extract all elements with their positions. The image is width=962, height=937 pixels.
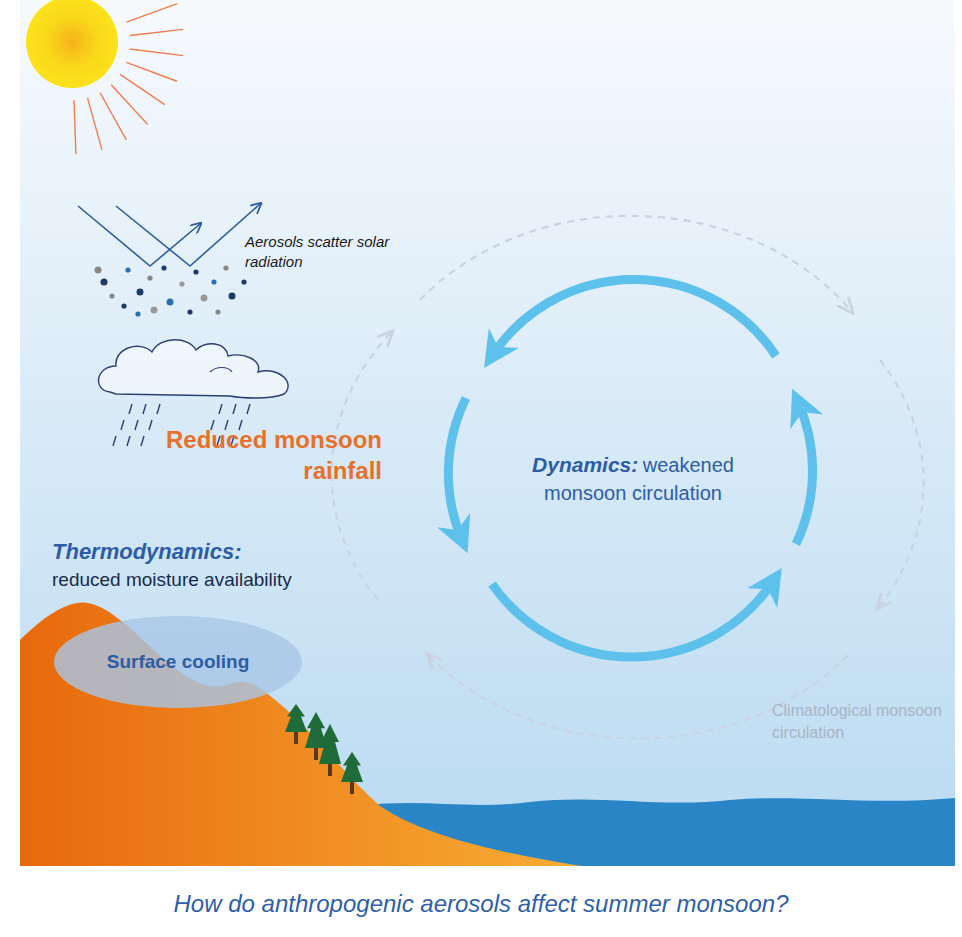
weakened-circulation: [448, 279, 812, 657]
heading: Dynamics:: [532, 453, 638, 476]
legend-note: Climatological monsoon circulation: [772, 700, 957, 745]
effect-label: Reduced monsoon rainfall: [150, 424, 382, 486]
sun-rays: [74, 4, 183, 154]
scatter-arrows: [78, 204, 260, 266]
mountain: [20, 602, 582, 866]
cloud: [99, 340, 289, 398]
sun: [26, 0, 118, 88]
annotation: Aerosols scatter solar radiation: [245, 232, 395, 273]
climatological-circulation: [332, 216, 924, 739]
node-label: Surface cooling: [53, 651, 303, 673]
description: reduced moisture availability: [52, 568, 372, 592]
ellipse-node: Surface cooling: [53, 615, 303, 709]
heading: Thermodynamics:: [52, 538, 372, 566]
caption: How do anthropogenic aerosols affect sum…: [0, 890, 962, 918]
space: [638, 458, 642, 475]
aerosol-particles: [95, 265, 247, 316]
trees: [285, 704, 363, 794]
text-group: Dynamics: weakened monsoon circulation: [498, 450, 768, 507]
